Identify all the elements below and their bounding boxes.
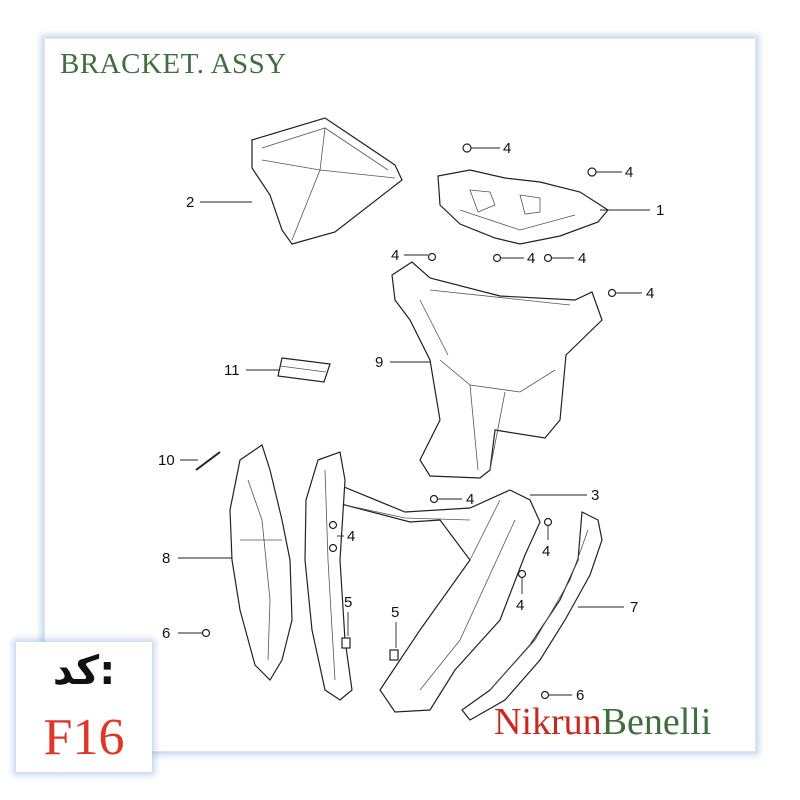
callout-9: 9	[375, 354, 383, 371]
callout-4: 4	[527, 250, 535, 267]
part-3-left-inner	[304, 451, 353, 701]
brand-part-1: Nikrun	[494, 701, 602, 743]
callout-4: 4	[503, 140, 511, 157]
part-10-screw	[195, 451, 221, 471]
callout-4: 4	[578, 250, 586, 267]
part-3-front-cowl	[319, 477, 541, 713]
callout-11: 11	[224, 362, 240, 379]
callout-5: 5	[344, 594, 352, 611]
callout-1: 1	[656, 202, 664, 219]
callout-4: 4	[391, 247, 399, 264]
callout-3: 3	[591, 487, 599, 504]
diagram-card	[44, 38, 756, 752]
callout-5: 5	[391, 604, 399, 621]
callout-4: 4	[542, 543, 550, 560]
code-value: F16	[43, 709, 125, 766]
part-code-box: کد: F16	[16, 642, 152, 772]
part-9-main-bracket	[391, 261, 603, 479]
brand-part-2: Benelli	[601, 701, 712, 743]
callout-4: 4	[646, 285, 654, 302]
part-7-right-panel	[461, 511, 603, 721]
callout-4: 4	[625, 164, 633, 181]
callout-labels: 2 1 3 4 4 4 4 4 4 4 4 4 4 5 5 6 6 7 8 9 …	[158, 140, 664, 704]
callout-4: 4	[347, 528, 355, 545]
diagram-title: BRACKET. ASSY	[60, 48, 287, 80]
part-1-upper-cover	[437, 169, 609, 245]
callout-10: 10	[158, 452, 175, 469]
callout-8: 8	[162, 550, 170, 567]
code-label: کد:	[52, 648, 116, 694]
callout-6: 6	[162, 625, 170, 642]
part-8-left-panel	[229, 444, 293, 681]
callout-4: 4	[466, 491, 474, 508]
fasteners	[201, 143, 617, 700]
part-11-pad	[277, 357, 331, 383]
brand-watermark: NikrunBenelli	[494, 700, 711, 744]
callout-4: 4	[516, 597, 524, 614]
leader-lines	[178, 147, 650, 696]
part-2-cover	[251, 117, 403, 245]
callout-2: 2	[186, 194, 194, 211]
callout-7: 7	[630, 599, 638, 616]
callout-6: 6	[576, 687, 584, 704]
